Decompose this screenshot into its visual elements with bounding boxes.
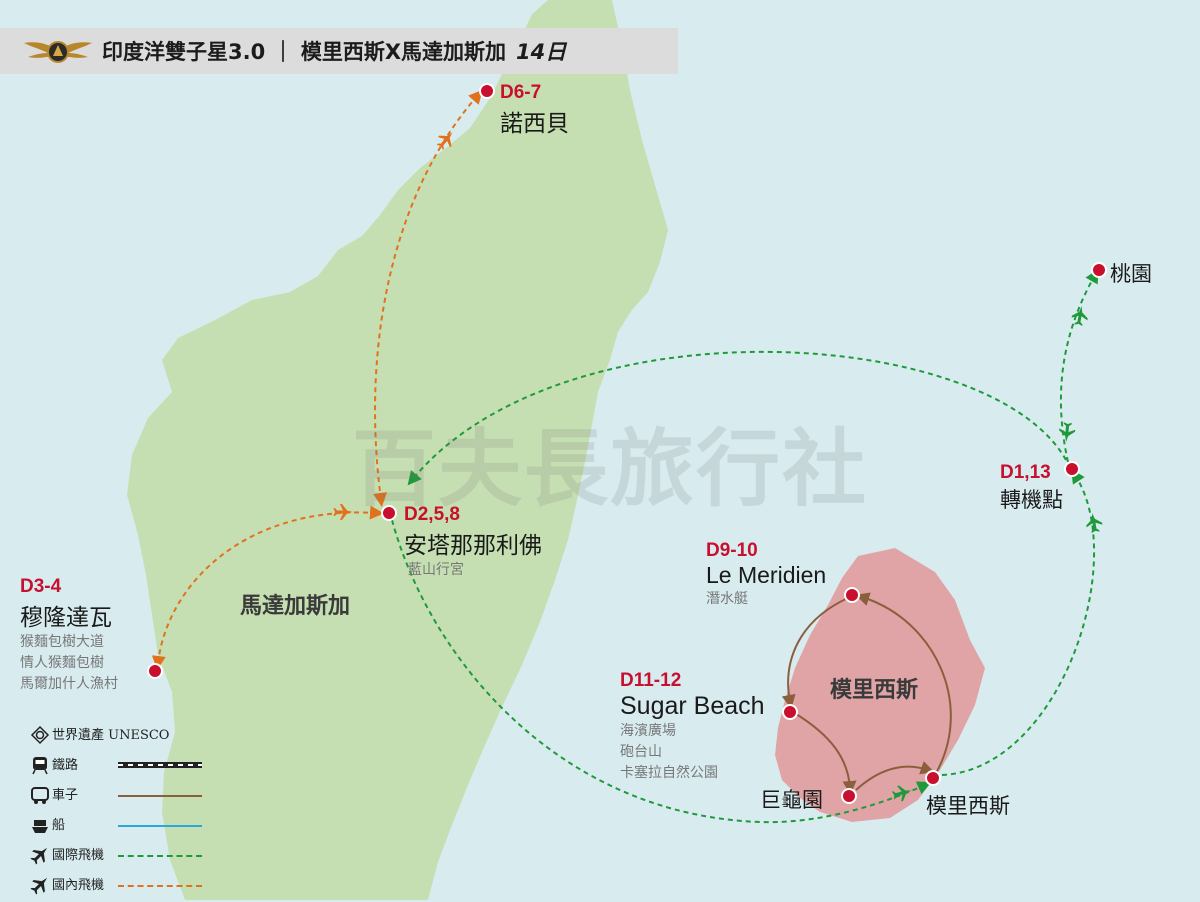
stop-day: D2,5,8 [404,504,460,525]
stop-name: Sugar Beach [620,692,765,720]
stop-day: D3-4 [20,576,62,597]
marker-sugar-beach [782,704,798,720]
stop-name: 安塔那那利佛 [404,533,542,559]
legend-row-unesco: 世界遺產 UNESCO [30,722,180,752]
car-routes [781,592,952,795]
train-icon [32,757,48,775]
marker-nosy-be [479,83,495,99]
title-bar: 印度洋雙子星3.0 ｜ 模里西斯X馬達加斯加 14日 [0,28,678,74]
route-mauritius-le-meridien [855,592,952,776]
marker-transit [1064,461,1080,477]
stop-label-transit: D1,13 轉機點 [1000,462,1063,514]
stop-label-giant-tortoise: 巨龜園 [760,788,823,812]
region-label-madagascar: 馬達加斯加 [240,594,351,619]
marker-antananarivo [381,505,397,521]
legend-row-domestic-flight: 國內飛機 [30,872,202,902]
stop-sight: 卡塞拉自然公園 [620,765,718,781]
stop-label-le-meridien: D9-10 Le Meridien 潛水艇 [706,540,826,610]
legend-label: 車子 [52,788,79,803]
stop-name: 穆隆達瓦 [20,605,112,631]
stop-day: D1,13 [1000,462,1051,483]
route-tortoise-mauritius [855,761,935,791]
international-flight-routes [391,268,1099,824]
stop-sight: 砲台山 [620,744,662,760]
plane-icon [30,875,50,895]
stop-name: Le Meridien [706,562,827,588]
route-transit-to-taoyuan [1060,268,1099,463]
ship-icon [32,820,48,833]
region-label-mauritius: 模里西斯 [830,678,919,703]
legend-line-domestic-flight [118,885,202,887]
unesco-icon [30,725,50,745]
stop-sight: 海濱廣場 [620,723,676,739]
legend-label: 國內飛機 [52,878,105,893]
legend-row-rail: 鐵路 [30,752,202,782]
stop-label-morondava: D3-4 穆隆達瓦 猴麵包樹大道 情人猴麵包樹 馬爾加什人漁村 [20,576,118,695]
marker-mauritius-airport [925,770,941,786]
route-transit-to-antananarivo [407,350,1067,486]
page-title: 印度洋雙子星3.0 ｜ 模里西斯X馬達加斯加 [102,40,507,64]
route-sugar-beach-tortoise [795,713,857,795]
legend-label: 世界遺產 UNESCO [52,728,170,743]
legend-row-boat: 船 [30,812,202,842]
marker-morondava [147,663,163,679]
stop-label-nosy-be: D6-7 諾西貝 [500,82,569,138]
stop-name: 諾西貝 [500,111,569,137]
legend-label: 國際飛機 [52,848,105,863]
winged-logo-icon [24,41,92,63]
stop-sight: 猴麵包樹大道 [20,634,104,650]
legend-line-car [118,795,202,797]
stop-label-sugar-beach: D11-12 Sugar Beach 海濱廣場 砲台山 卡塞拉自然公園 [620,670,765,784]
stop-name: 轉機點 [1000,488,1063,512]
route-le-meridien-sugar-beach [781,597,849,709]
marker-le-meridien [844,587,860,603]
domestic-flight-routes [151,89,483,670]
legend-row-international-flight: 國際飛機 [30,842,202,872]
stop-sight: 情人猴麵包樹 [20,655,104,671]
route-mauritius-to-transit [941,469,1096,776]
stop-markers [147,83,1107,804]
legend-line-boat [118,825,202,827]
stop-sight: 藍山行宮 [408,562,464,578]
mauritius-landmass [775,548,985,822]
map-legend: 世界遺產 UNESCO 鐵路 車子 船 國際飛機 [30,722,202,902]
legend-label: 鐵路 [52,758,79,773]
marker-giant-tortoise [841,788,857,804]
stop-sight: 潛水艇 [706,591,748,607]
stop-day: D6-7 [500,82,542,103]
title-days: 14日 [516,40,567,64]
stop-sight: 馬爾加什人漁村 [20,676,118,692]
stop-label-mauritius-airport: 模里西斯 [926,794,1010,818]
stop-label-taoyuan: 桃園 [1110,262,1152,286]
plane-icon [30,845,50,865]
legend-row-car: 車子 [30,782,202,812]
legend-label: 船 [52,818,66,833]
stop-label-antananarivo: D2,5,8 安塔那那利佛 藍山行宮 [404,504,542,581]
watermark-text: 百夫長旅行社 [352,420,869,518]
route-antananarivo-morondava [151,505,384,670]
stop-day: D11-12 [620,670,682,691]
legend-line-rail [118,762,202,768]
marker-taoyuan [1091,262,1107,278]
bus-icon [31,787,49,804]
stop-day: D9-10 [706,540,758,561]
route-antananarivo-nosy-be [373,89,483,507]
legend-line-international-flight [118,855,202,857]
